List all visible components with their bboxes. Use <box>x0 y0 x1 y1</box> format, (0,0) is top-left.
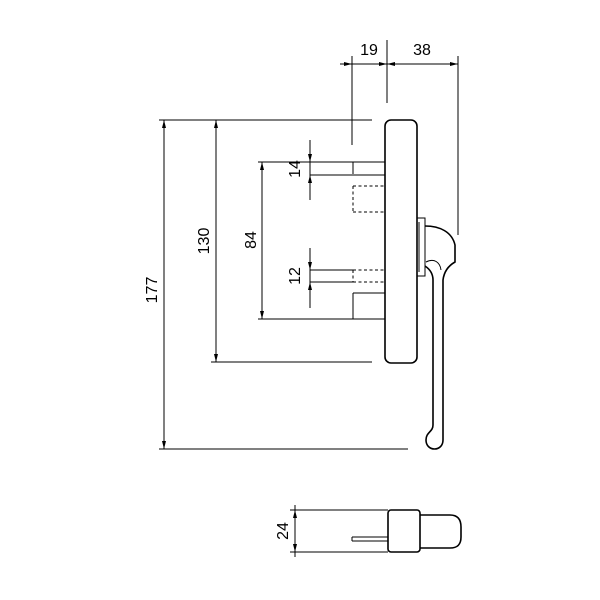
side-view-rosette <box>387 509 421 553</box>
dimension-130: 130 <box>196 119 372 363</box>
backplate <box>384 119 418 364</box>
handle-lever <box>424 225 456 450</box>
lower-screw-boss <box>352 269 385 320</box>
dim-130-label: 130 <box>196 228 213 255</box>
dim-19-label: 19 <box>360 42 378 59</box>
handle-side-view <box>351 509 462 553</box>
handle-body <box>352 119 456 450</box>
dimension-24: 24 <box>275 505 388 557</box>
dim-38-label: 38 <box>413 42 431 59</box>
upper-screw-boss <box>352 161 385 213</box>
side-view-grip <box>420 514 462 549</box>
dim-12-label: 12 <box>287 267 304 285</box>
dim-84-label: 84 <box>243 231 260 249</box>
handle-hub <box>416 217 426 277</box>
dimension-19: 19 <box>340 42 387 145</box>
dimension-84: 84 <box>243 161 353 320</box>
dimension-14: 14 <box>287 140 353 200</box>
dimension-38: 38 <box>379 40 459 235</box>
dimension-177: 177 <box>144 119 408 450</box>
dim-24-label: 24 <box>275 522 292 540</box>
dim-14-label: 14 <box>287 160 304 178</box>
dim-177-label: 177 <box>144 277 161 304</box>
dimension-12: 12 <box>287 248 353 308</box>
